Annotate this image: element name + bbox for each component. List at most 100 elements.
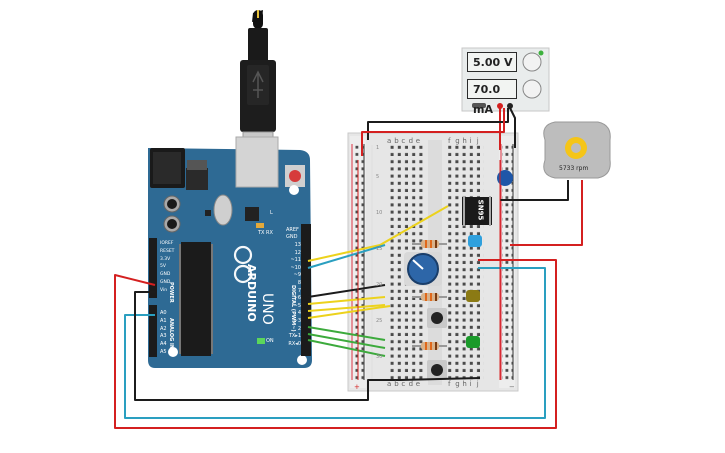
bb-col-label: c [401,137,406,145]
ceramic-capacitor [497,170,513,186]
bb-col-label: f [448,137,451,145]
analog-label: ANALOG IN [168,318,174,350]
usb-port [235,136,279,188]
usb-chip [245,207,259,221]
pushbutton[interactable] [427,360,447,380]
bb-col-label: d [408,380,414,388]
pushbutton[interactable] [427,308,447,328]
aref-label: AREF [286,227,299,233]
resistor[interactable] [412,240,447,248]
bb-row-label: 15 [376,246,383,252]
arduino-logo-text: ARDUINO [245,264,258,322]
arduino-logo-icon [233,245,253,265]
analog-pin-label: A3 [160,333,167,340]
power-switch [472,103,486,108]
digital-pin-label: 7 [297,287,301,294]
arduino-model-text: UNO [259,293,275,325]
power-pin-label: RESET [160,248,175,254]
resistor[interactable] [412,342,447,350]
voltage-regulator [186,168,208,190]
analog-pin-label: A5 [160,349,167,355]
bb-col-label: g [455,380,460,388]
bb-col-label: e [415,137,421,145]
bb-col-label: b [394,380,399,388]
digital-pin-label: ~11 [290,257,301,264]
analog-pin-label: A4 [160,341,167,348]
mounting-hole [168,347,178,357]
mounting-hole [297,355,307,365]
power-pin-label: 5V [160,264,166,270]
dc-motor[interactable] [543,121,611,179]
digital-pin-label: 12 [294,249,301,256]
digital-pin-label: 8 [297,280,301,286]
on-led [257,338,265,344]
power-pin-label: Vin [160,287,168,293]
digital-header [301,224,311,356]
rx-label: RX [266,230,273,236]
power-pin-label: 3.3V [160,256,171,262]
bb-col-label: h [462,137,467,145]
chip-label: SN95 [476,199,485,221]
bb-row-label: 10 [376,210,383,216]
current-knob [522,79,542,99]
potentiometer[interactable] [404,252,442,286]
bb-row-label: 1 [376,145,380,151]
power-header [149,238,157,298]
wires[interactable] [114,107,583,429]
led-blue [468,235,482,247]
digital-pin-label: ~5 [293,302,301,309]
bb-col-label: a [387,380,392,388]
bb-row-label: 30 [376,354,383,360]
power-pin-label: GND [160,272,171,278]
bb-row-label: 20 [376,282,383,288]
bb-col-label: a [387,137,392,145]
analog-pin-label: A0 [160,310,167,316]
on-label: ON [266,338,274,344]
bb-row-label: 5 [376,174,380,180]
analog-pin-label: A2 [160,325,167,332]
digital-pin-label: ~9 [293,272,301,279]
bb-col-label: j [476,380,479,388]
bb-col-label: h [462,380,467,388]
bb-col-label: j [476,137,479,145]
gnd-label: GND [286,234,298,240]
analog-header [149,305,157,357]
digital-pin-label: TX▸1 [288,333,301,340]
bb-components[interactable] [404,170,513,380]
mounting-hole [289,185,299,195]
bb-col-label: g [455,137,460,145]
bb-plus-label: + [354,383,360,391]
atmega-chip [181,242,211,356]
digital-pin-label: 4 [297,310,301,317]
power-pin-label: GND [160,280,171,285]
bb-minus-label: − [509,383,515,391]
l-led [256,223,264,228]
bb-col-label: e [415,380,421,388]
bb-col-label: i [469,137,472,145]
resistor[interactable] [412,293,447,301]
voltage-knob [522,52,542,72]
crystal [213,194,233,226]
bb-row-label: 25 [376,318,383,324]
tx-label: TX [258,230,265,236]
digital-pin-label: 13 [294,242,301,248]
led-green [466,336,480,348]
bb-col-label: b [394,137,399,145]
digital-pin-label: ~3 [293,318,301,324]
l-label: L [270,210,273,216]
ic-chip [462,197,492,225]
digital-pin-label: 2 [297,325,301,332]
bb-col-label: d [408,137,414,145]
arduino-uno-board[interactable] [148,136,312,368]
bb-col-label: i [469,380,472,388]
digital-pin-label: RX◂0 [288,340,301,347]
digital-pin-label: ~10 [290,264,301,271]
digital-pin-label: ~6 [293,295,301,302]
bb-col-label: c [401,380,406,388]
led-yellow [466,290,480,302]
power-label: POWER [168,282,174,303]
voltage-display: 5.00 V [467,52,517,72]
analog-pin-label: A1 [160,317,167,324]
current-display: 70.0 mA [467,79,517,116]
